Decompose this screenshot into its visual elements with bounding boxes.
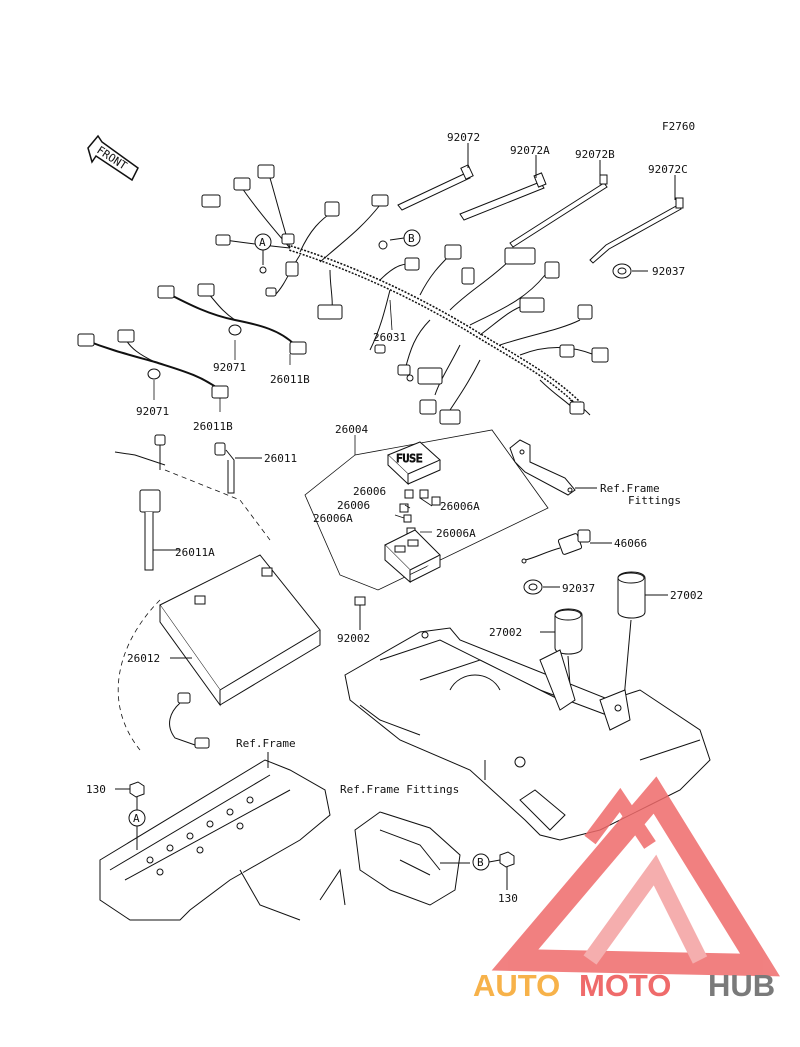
front-arrow-icon: FRONT [87, 134, 139, 182]
tray-frame-fittings [344, 627, 711, 841]
label-26006A-b: 26006A [313, 512, 353, 525]
lead-26011A [114, 434, 180, 571]
clamp-92037-top [612, 263, 648, 279]
clamp-92037-mid [523, 579, 560, 595]
callout-b-harness: B [389, 229, 421, 247]
cable-tie-92072A [459, 155, 547, 221]
fuse-block [384, 529, 441, 584]
ref-frame-fittings-1b: Fittings [628, 494, 681, 507]
watermark-auto: AUTO [473, 968, 560, 1003]
label-92072A: 92072A [510, 144, 550, 157]
label-92072B: 92072B [575, 148, 615, 161]
sub-harness-26011B-lower [77, 329, 229, 399]
cable-tie-92072C [589, 175, 684, 264]
fuse-label: FUSE [396, 452, 423, 465]
fuse-cover: FUSE [387, 441, 441, 486]
watermark-moto: MOTO [579, 968, 671, 1003]
battery-26012 [159, 554, 321, 707]
callout-b-frame: B [472, 853, 501, 871]
callout-a-harness: A [254, 233, 272, 265]
svg-text:B: B [477, 856, 484, 869]
relay-27002-a [617, 571, 668, 711]
label-92072C: 92072C [648, 163, 688, 176]
ref-frame-fittings-2: Ref.Frame Fittings [340, 783, 459, 796]
battery-leaders [117, 469, 271, 751]
ref-frame-fittings-1a: Ref.Frame [600, 482, 660, 495]
frame [99, 752, 346, 921]
label-92071-b: 92071 [136, 405, 169, 418]
label-92002: 92002 [337, 632, 370, 645]
label-27002-a: 27002 [670, 589, 703, 602]
label-26011B-b: 26011B [193, 420, 233, 433]
label-130-b: 130 [498, 892, 518, 905]
harness-connectors [201, 164, 609, 425]
label-26011B-a: 26011B [270, 373, 310, 386]
label-leaders [153, 299, 433, 533]
connector-46066 [521, 529, 612, 564]
ref-frame: Ref.Frame [236, 737, 296, 750]
fuses [399, 489, 441, 537]
lead-26011 [214, 442, 262, 494]
bracket [509, 439, 597, 496]
label-26031: 26031 [373, 331, 406, 344]
svg-text:B: B [408, 232, 415, 245]
label-26011A: 26011A [175, 546, 215, 559]
callout-a-frame: A [128, 809, 146, 850]
sub-harness-26011B-upper [157, 283, 307, 355]
watermark-logo [491, 776, 780, 977]
watermark-text: AUTO MOTO HUB [473, 968, 775, 1003]
svg-text:A: A [259, 236, 266, 249]
label-130-a: 130 [86, 783, 106, 796]
label-26006A-c: 26006A [436, 527, 476, 540]
fuse-box-group [304, 429, 549, 591]
svg-text:A: A [133, 812, 140, 825]
cable-tie-92072B [509, 160, 608, 248]
label-92071-a: 92071 [213, 361, 246, 374]
label-26006-b: 26006 [337, 499, 370, 512]
bolt-130-left [115, 781, 145, 810]
frame-bracket [354, 811, 470, 906]
label-92072: 92072 [447, 131, 480, 144]
bolt-130-right [499, 851, 515, 890]
label-26004: 26004 [335, 423, 368, 436]
sensor-lead [169, 692, 210, 749]
bolt-92002 [354, 596, 366, 630]
cable-tie-92072 [397, 143, 474, 211]
label-26011: 26011 [264, 452, 297, 465]
figure-code: F2760 [662, 120, 695, 133]
label-26006A-a: 26006A [440, 500, 480, 513]
label-26012: 26012 [127, 652, 160, 665]
watermark-hub: HUB [708, 968, 775, 1003]
label-92037-mid: 92037 [562, 582, 595, 595]
label-92037-top: 92037 [652, 265, 685, 278]
label-27002-b: 27002 [489, 626, 522, 639]
label-26006-a: 26006 [353, 485, 386, 498]
label-46066: 46066 [614, 537, 647, 550]
